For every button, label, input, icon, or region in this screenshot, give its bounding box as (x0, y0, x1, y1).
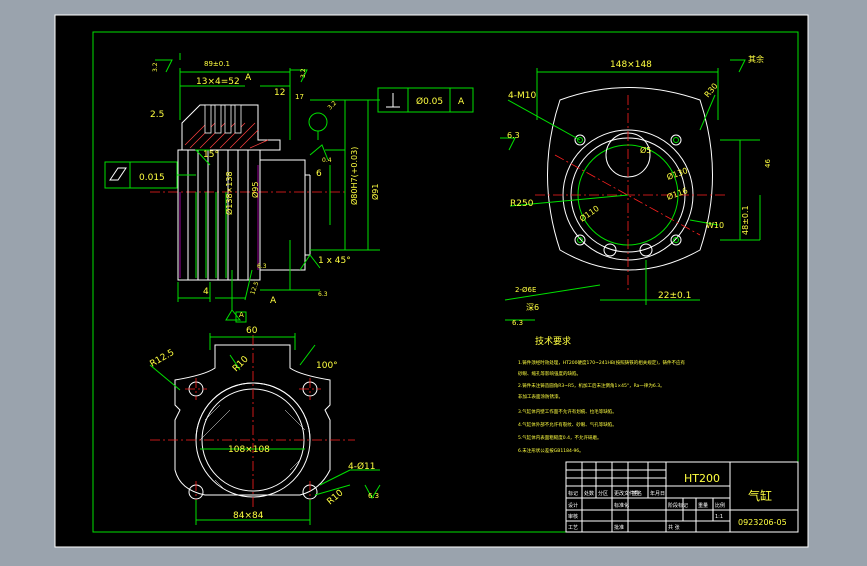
dim-2m6: 2-Ø6E (515, 286, 536, 294)
tb-r1-5: 年月日 (650, 490, 665, 497)
datum-a-bottom: A (270, 296, 277, 306)
bottom-rough: 6.3 (368, 492, 379, 500)
tb-r4-2: 批准 (614, 524, 624, 531)
tech-requirements: 技术要求 1.铸件须经时效处理，HT200硬度170~241HB(按照铸铁的相关… (518, 335, 685, 454)
dim-chamfer: 1 x 45° (318, 256, 351, 266)
dim-4d11: 4-Ø11 (348, 461, 376, 472)
top-rough: 6.3 (507, 131, 520, 140)
tb-material: HT200 (684, 472, 720, 485)
dim-17: 17 (295, 93, 304, 101)
dim-148: 148×148 (610, 60, 652, 70)
rough-6-3-a: 6.3 (257, 263, 267, 270)
tb-r1-4: 签名 (632, 490, 642, 497)
dim-108: 108×108 (228, 445, 270, 455)
tb-scale: 1:1 (715, 514, 723, 520)
dim-95: Ø95 (250, 182, 260, 198)
dim-bore: Ø80H7(+0.03) (349, 147, 359, 205)
rough-6-3-b: 6.3 (318, 291, 328, 298)
rough-3-2-a: 3.2 (152, 62, 159, 72)
rough-12-5: 12.5 (249, 281, 260, 296)
datum-a-box: A (239, 311, 244, 319)
dim-4: 4 (203, 287, 209, 297)
dim-r250: R250 (510, 199, 534, 209)
dim-6: 6 (316, 169, 322, 179)
tech-item-1: 1.铸件须经时效处理，HT200硬度170~241HB(按照铸铁的相关规定)，铸… (518, 359, 685, 366)
drawing-border (92, 31, 799, 533)
rough-3-2-c: 3.2 (326, 100, 338, 112)
dim-fin: Ø138×138 (224, 171, 234, 215)
tb-r2-2: 标准化 (614, 502, 629, 509)
tb-r1-2: 分区 (598, 490, 608, 497)
dim-84: 84×84 (233, 511, 264, 521)
drawing-sheet (54, 14, 809, 548)
angle-15: 15° (203, 150, 219, 160)
perp-value: Ø0.05 (416, 96, 443, 107)
tb-part-name: 气缸 (748, 488, 772, 503)
tb-r2-4: 阶段标记 (668, 502, 688, 509)
dim-48: 48±0.1 (741, 205, 750, 235)
tech-item-4: 4.气缸体外部不允许有裂纹、砂眼、气孔等缺陷。 (518, 421, 617, 428)
tb-sheet: 共 张 (668, 524, 680, 531)
rough-0-4: 0.4 (322, 157, 332, 164)
perp-datum: A (458, 97, 465, 107)
dim-60: 60 (246, 326, 258, 336)
dim-46: 46 (764, 159, 772, 168)
tb-scale-label: 比例 (715, 502, 725, 509)
tech-item-5: 5.气缸体内表面粗糙度0.4，不允许研磨。 (518, 434, 601, 441)
dim-depth: 深6 (526, 303, 539, 312)
dim-od: Ø91 (370, 184, 380, 200)
tb-r1-1: 处数 (584, 490, 594, 497)
tb-r3-0: 审核 (568, 513, 578, 520)
tech-item-2: 2.铸件未注铸造圆角R3~R5，机加工后未注倒角1×45°，Ra一律为6.3。 (518, 382, 665, 389)
tb-drawing-no: 0923206-05 (738, 518, 787, 527)
title-block (565, 461, 799, 533)
dim-12: 12 (274, 88, 285, 98)
dim-4m10: 4-M10 (508, 91, 536, 101)
tech-item-1b: 砂眼、缩孔等影响强度的缺陷。 (518, 370, 581, 377)
dim-w10: W10 (706, 221, 724, 230)
dim-89: 89±0.1 (204, 60, 230, 68)
dim-pitch: 13×4=52 (196, 77, 240, 87)
top-rough-2: 6.3 (512, 319, 523, 327)
datum-a-top: A (245, 73, 252, 83)
dim-22: 22±0.1 (658, 291, 691, 301)
dim-2-5: 2.5 (150, 110, 164, 120)
tech-item-2b: 非加工表面涂防锈漆。 (518, 393, 563, 400)
tech-title: 技术要求 (535, 335, 571, 347)
side-view (104, 53, 474, 323)
tech-item-6: 6.未注形状公差按GB1184-96。 (518, 447, 584, 454)
top-view (500, 59, 761, 321)
tb-weight: 重量 (698, 502, 708, 509)
bottom-view (149, 333, 381, 525)
flat-value: 0.015 (139, 173, 165, 183)
tb-r1-0: 标记 (568, 490, 578, 497)
note-rough: 其余 (748, 54, 764, 64)
rough-3-2-b: 3.2 (300, 68, 307, 78)
dim-d5: Ø5 (640, 145, 651, 155)
tech-item-3: 3.气缸体内壁工作面不允许有划痕、拉毛等缺陷。 (518, 408, 617, 415)
dim-100: 100° (316, 361, 338, 371)
tb-r4-0: 工艺 (568, 525, 578, 531)
tb-r1-3: 更改文件号 (614, 490, 639, 497)
tb-r2-0: 设计 (568, 502, 578, 509)
